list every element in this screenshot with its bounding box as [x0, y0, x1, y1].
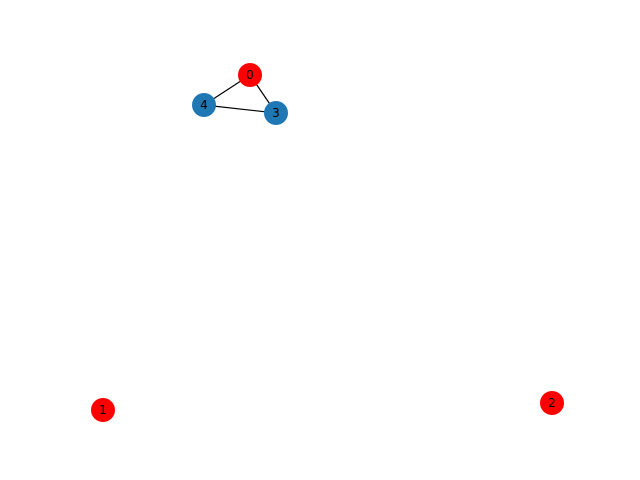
- node-0: 0: [238, 63, 262, 87]
- node-label: 2: [548, 396, 556, 410]
- edge-4-3: [203, 104, 277, 114]
- node-label: 4: [200, 98, 208, 112]
- node-circle: [540, 391, 564, 415]
- node-4: 4: [192, 93, 216, 117]
- node-1: 1: [91, 398, 115, 422]
- node-label: 1: [99, 403, 107, 417]
- node-label: 3: [272, 106, 280, 120]
- node-circle: [264, 101, 288, 125]
- nodes-layer: 0 1 2 3 4: [91, 63, 564, 422]
- node-3: 3: [264, 101, 288, 125]
- node-label: 0: [246, 68, 254, 82]
- node-circle: [238, 63, 262, 87]
- node-2: 2: [540, 391, 564, 415]
- node-circle: [192, 93, 216, 117]
- node-circle: [91, 398, 115, 422]
